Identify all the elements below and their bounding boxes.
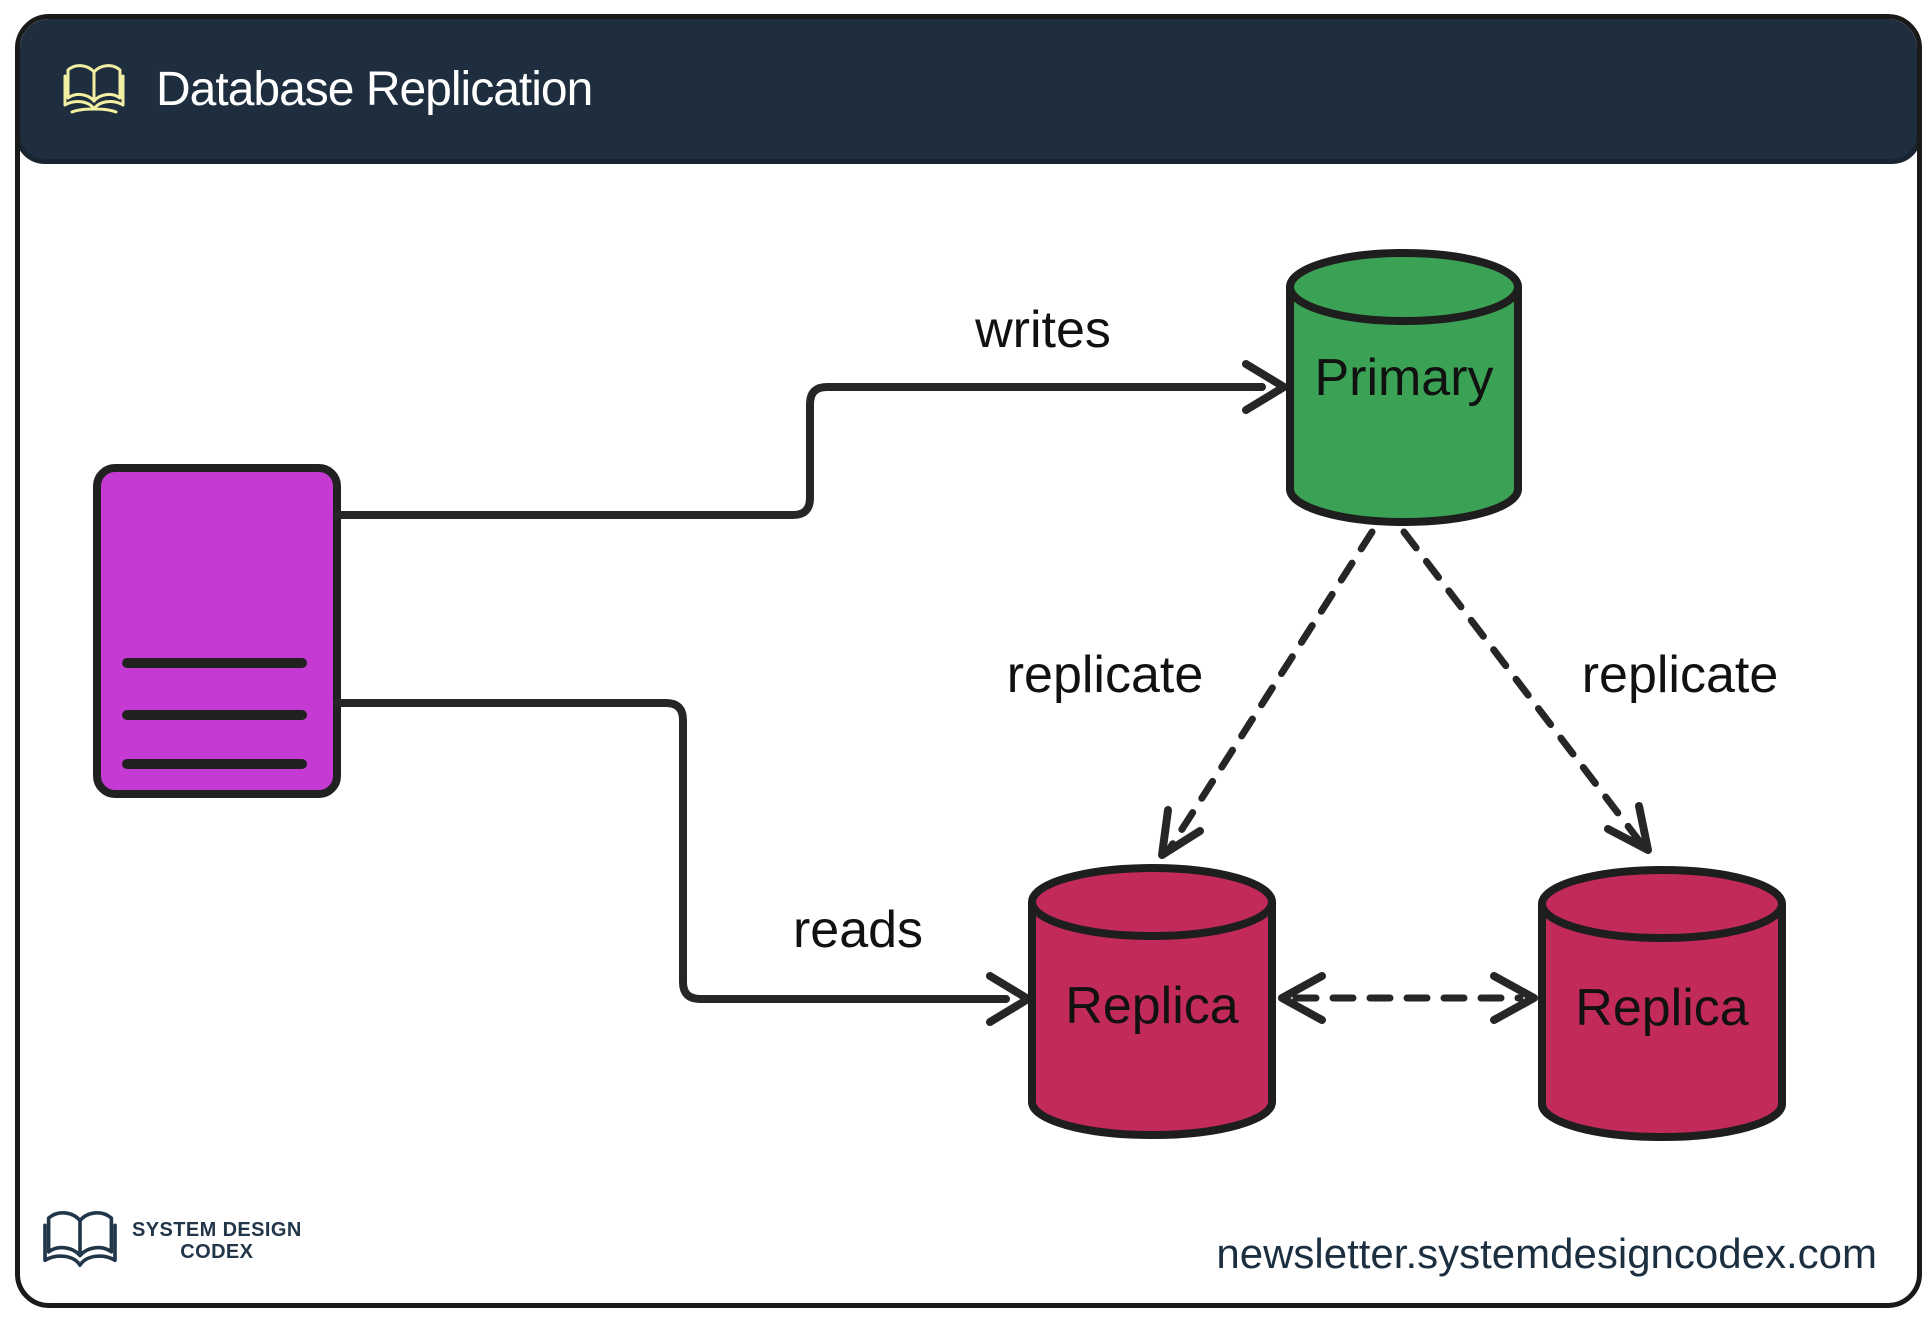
brand-logo: SYSTEM DESIGN CODEX: [38, 1206, 302, 1276]
brand-logo-line2: CODEX: [180, 1241, 254, 1263]
edge-label-replicate-left: replicate: [1007, 646, 1204, 704]
client-document-box: [93, 464, 341, 798]
edge-label-replicate-right: replicate: [1582, 646, 1779, 704]
node-replica-left-label: Replica: [1065, 977, 1238, 1035]
node-primary-label: Primary: [1314, 349, 1493, 407]
brand-logo-line1: SYSTEM DESIGN: [132, 1219, 302, 1241]
logo-book-icon: [43, 1211, 117, 1267]
node-replica-right: Replica: [1538, 866, 1786, 1141]
edge-label-writes: writes: [974, 301, 1111, 359]
edge-label-reads: reads: [793, 901, 923, 959]
brand-logo-text: SYSTEM DESIGN CODEX: [132, 1219, 302, 1263]
edge-writes: [333, 360, 1288, 519]
edge-replicate-left: [1158, 528, 1376, 859]
open-book-icon: [63, 64, 125, 114]
page-title: Database Replication: [156, 62, 593, 116]
header-bar: Database Replication: [20, 19, 1917, 164]
edge-reads: [333, 699, 1032, 1026]
edge-replica-sync: [1278, 972, 1538, 1024]
edge-replicate-right: [1400, 528, 1652, 854]
newsletter-url: newsletter.systemdesigncodex.com: [1216, 1230, 1877, 1277]
node-replica-right-label: Replica: [1575, 979, 1748, 1037]
node-replica-left: Replica: [1028, 864, 1276, 1139]
node-primary: Primary: [1286, 249, 1522, 526]
document-lines: [122, 658, 307, 769]
